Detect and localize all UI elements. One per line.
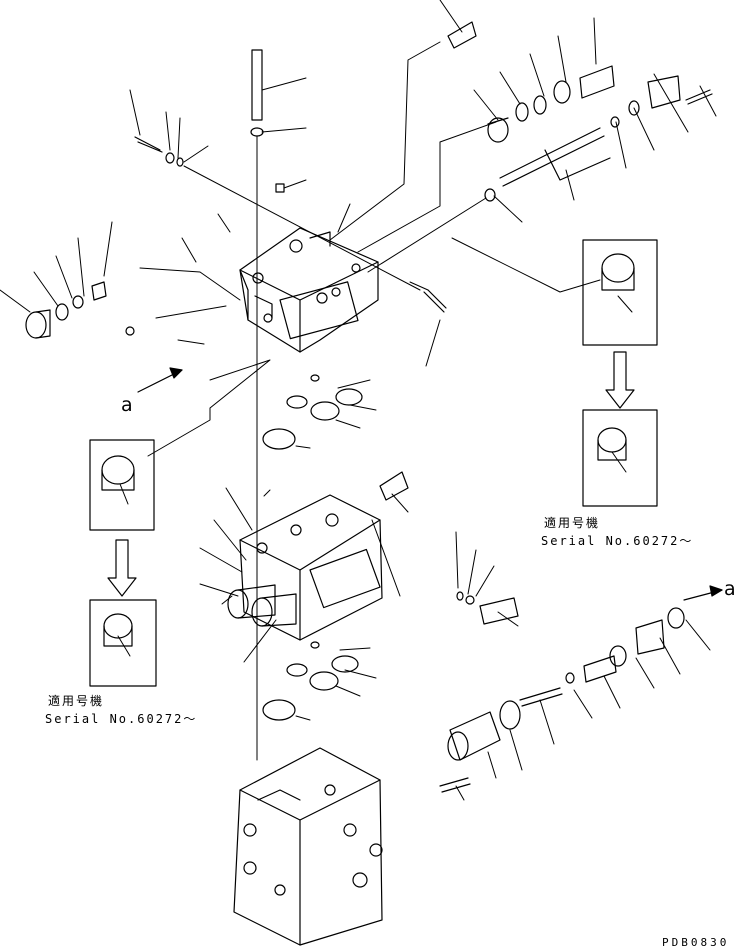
down-arrow-right <box>605 351 635 409</box>
applicable-note-jp-right: 適用号機 <box>544 516 601 530</box>
serial-note-left: Serial No.60272～ <box>45 712 198 726</box>
reference-arrow-right <box>683 585 723 601</box>
drawing-code: PDB0830 <box>662 936 730 949</box>
down-arrow-left <box>107 539 137 597</box>
detail-box-upper-right <box>582 239 658 346</box>
tie-bolt <box>250 49 285 193</box>
leader-lines <box>0 0 717 801</box>
detail-box-lower-right <box>582 409 658 507</box>
detail-box-upper-left <box>89 439 155 531</box>
left-plug-parts <box>25 136 184 339</box>
reference-label-left: a <box>121 394 133 416</box>
applicable-note-jp-left: 適用号機 <box>48 694 105 708</box>
middle-right-fittings <box>379 289 519 625</box>
detail-box-lower-left <box>89 599 157 687</box>
reference-label-right: a <box>724 578 736 600</box>
spool-parts <box>447 21 713 202</box>
middle-valve-block <box>227 494 383 641</box>
upper-valve-block <box>239 227 379 353</box>
gasket-set-upper <box>262 374 363 450</box>
lower-spool-parts <box>439 607 685 793</box>
gasket-set-lower <box>262 641 359 721</box>
serial-note-right: Serial No.60272～ <box>541 534 694 548</box>
reference-arrow-left <box>137 367 183 393</box>
assembled-valve-body <box>233 747 383 946</box>
